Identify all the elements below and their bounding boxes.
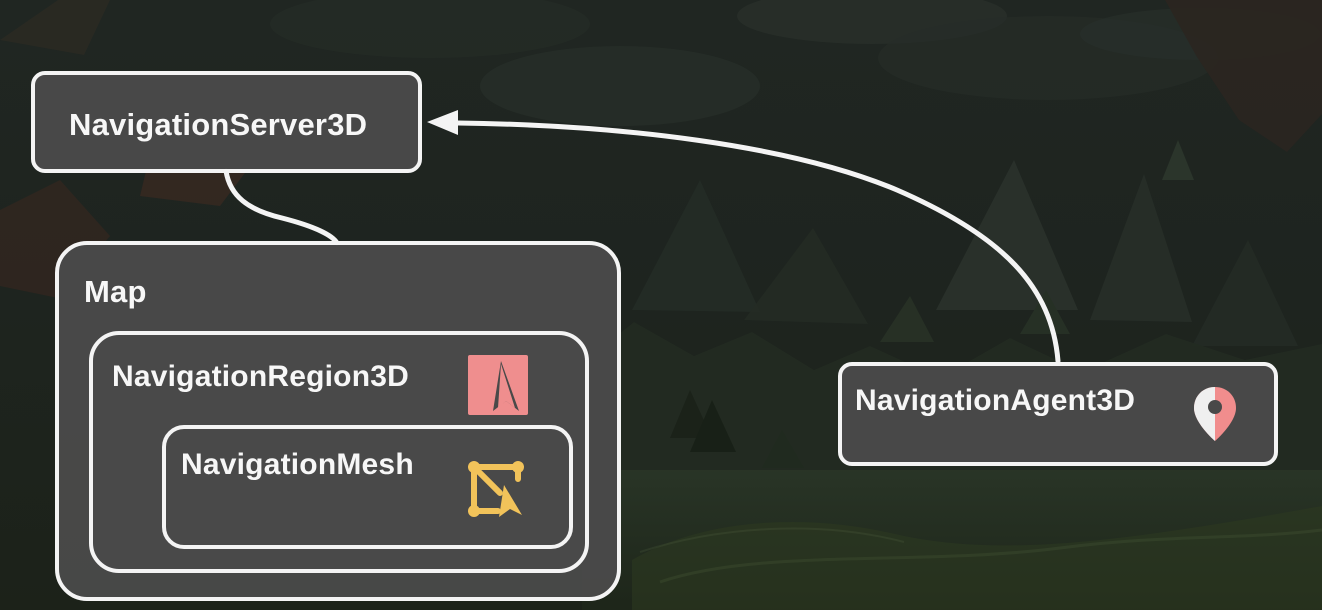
navigation-region-icon xyxy=(468,355,528,415)
navigation-server-box: NavigationServer3D xyxy=(31,71,422,173)
navigation-mesh-icon xyxy=(468,461,524,517)
navigation-agent-box: NavigationAgent3D xyxy=(838,362,1278,466)
navigation-agent-icon xyxy=(1194,387,1236,441)
navigation-agent-label: NavigationAgent3D xyxy=(855,384,1136,417)
server-arrowhead xyxy=(427,110,458,135)
map-label: Map xyxy=(84,274,147,309)
navigation-region-label: NavigationRegion3D xyxy=(112,360,409,393)
agent-to-server-connector xyxy=(455,120,1061,364)
navigation-server-label: NavigationServer3D xyxy=(69,107,368,142)
server-to-map-connector xyxy=(223,168,340,246)
navigation-mesh-box: NavigationMesh xyxy=(162,425,573,549)
navigation-mesh-label: NavigationMesh xyxy=(181,448,414,481)
